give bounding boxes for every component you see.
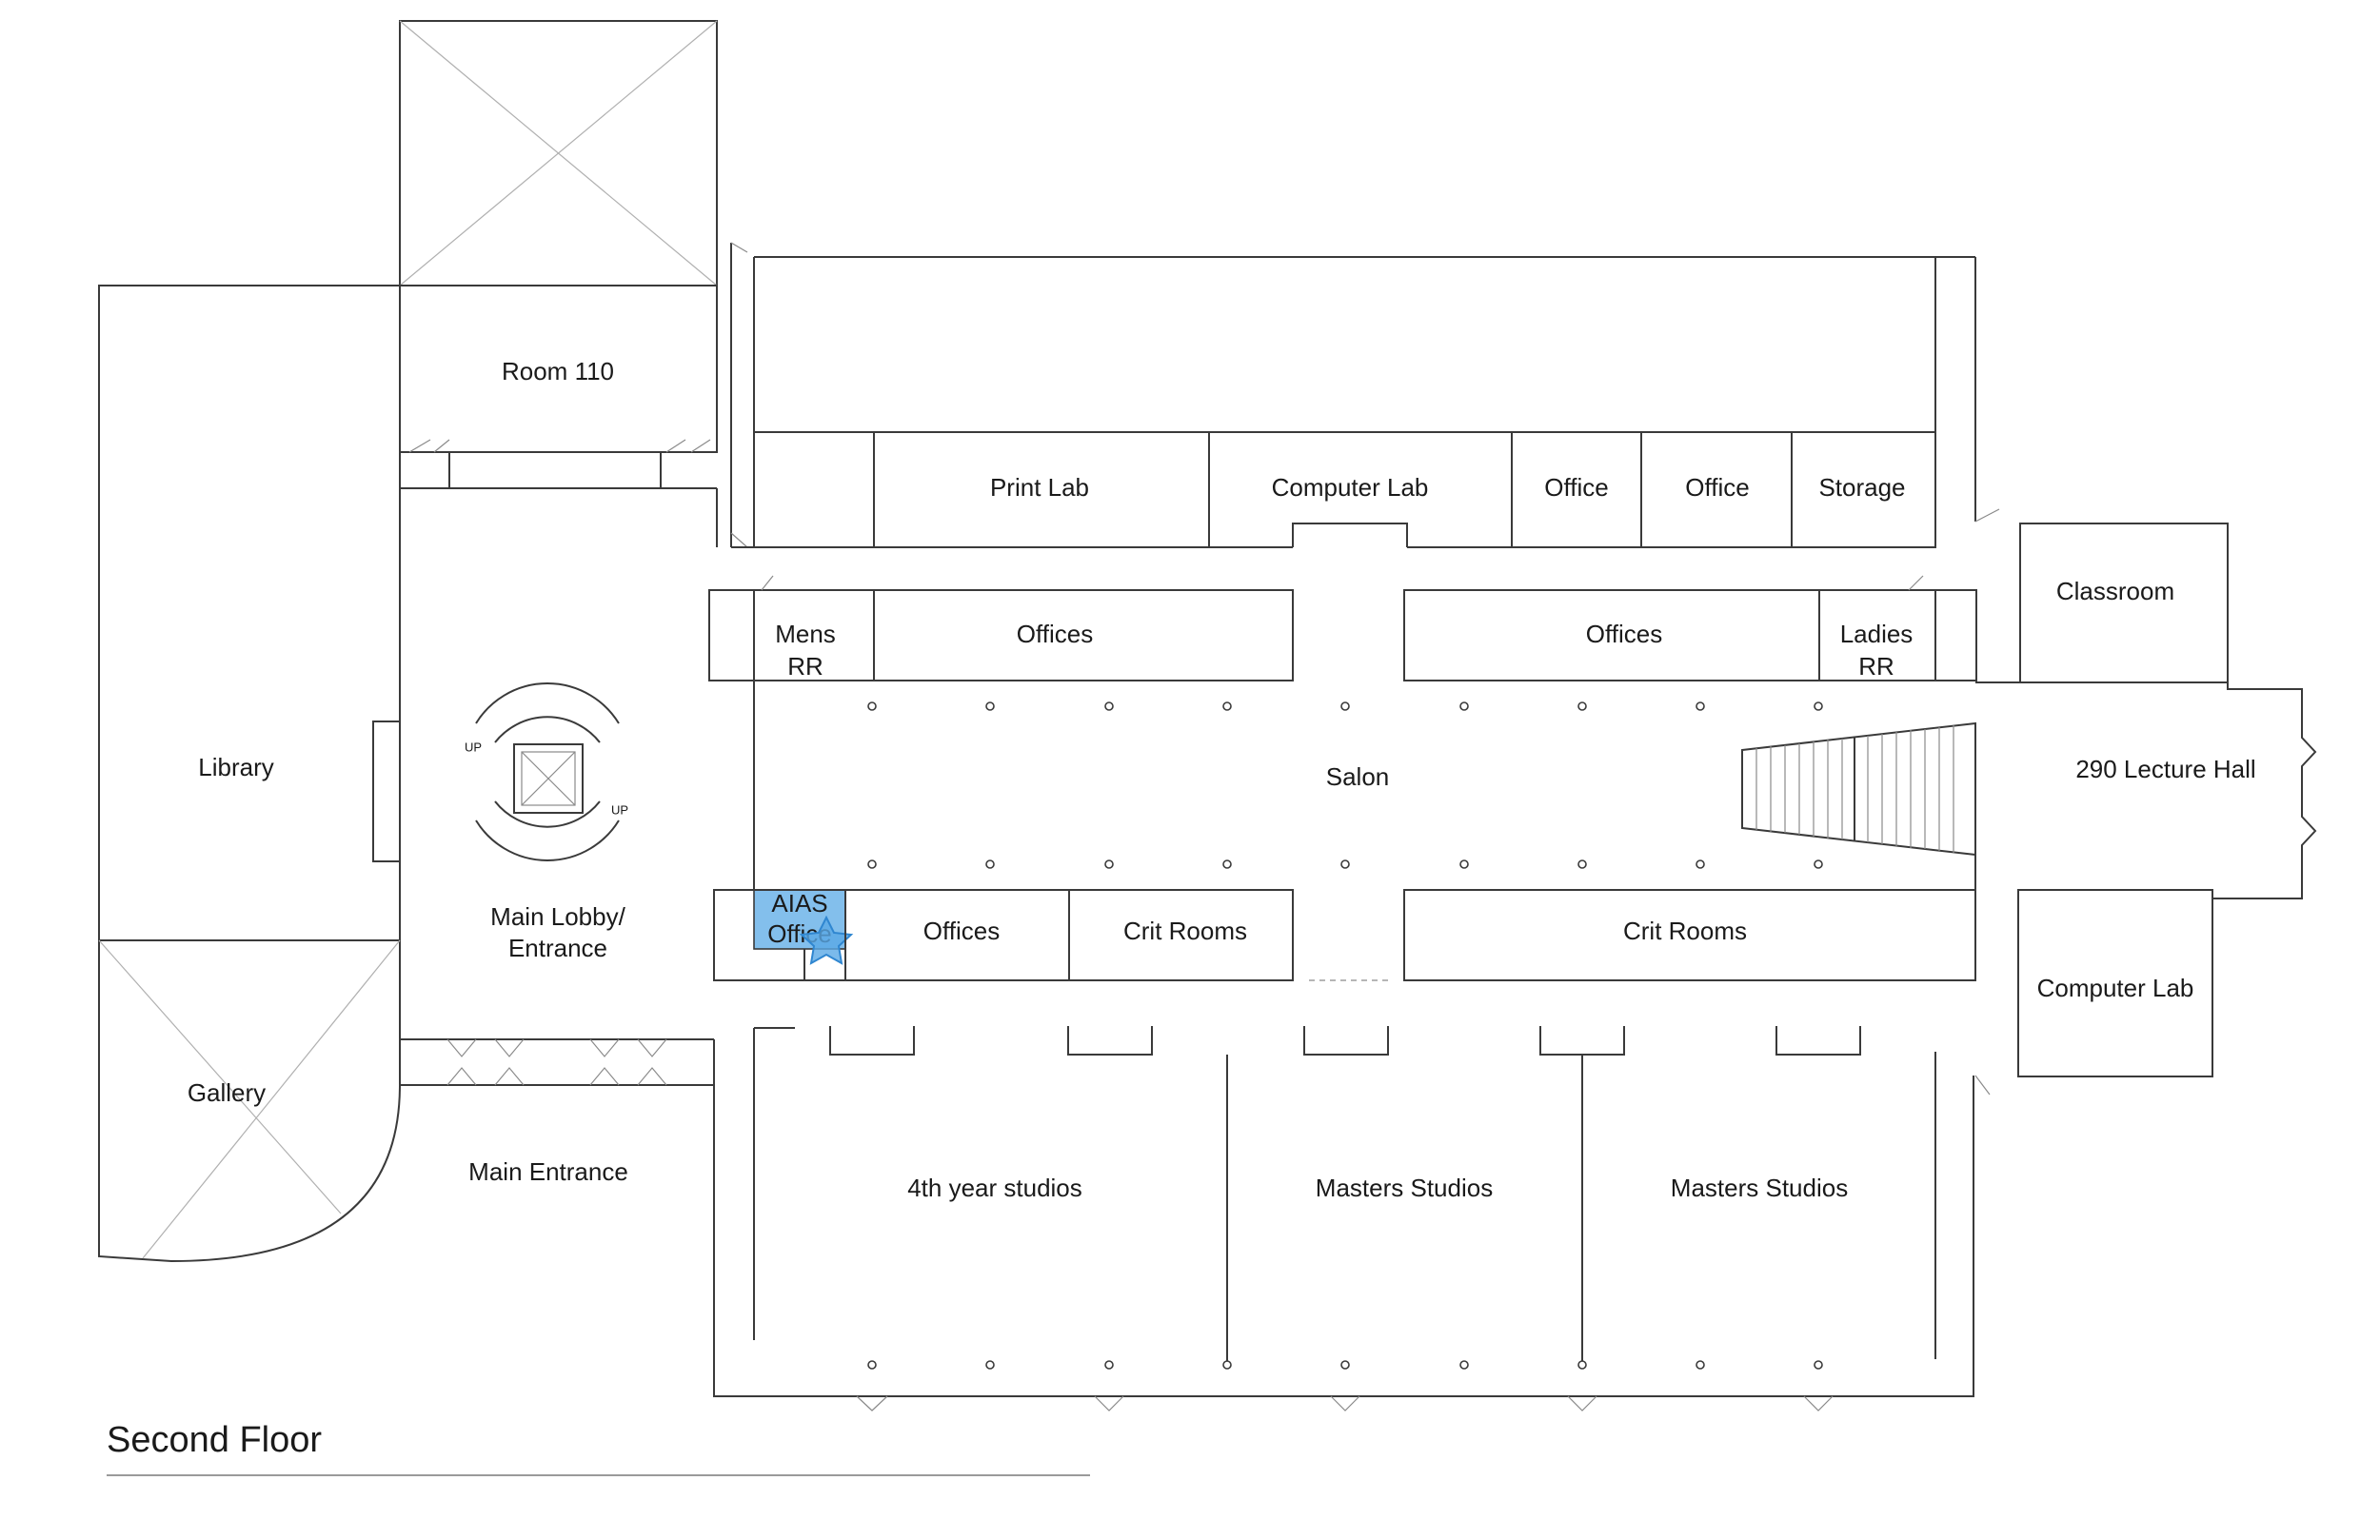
print-lab-label: Print Lab bbox=[990, 473, 1089, 502]
salon-label: Salon bbox=[1326, 762, 1390, 791]
computer-lab-top[interactable]: Computer Lab bbox=[1208, 432, 1429, 547]
main-lobby-label-line1: Main Lobby/ bbox=[490, 902, 625, 931]
office-1[interactable]: Office bbox=[1511, 431, 1642, 548]
studio-columns bbox=[867, 1360, 1823, 1370]
aias-office[interactable]: AIAS Office bbox=[713, 889, 854, 981]
crit-rooms-left[interactable]: Crit Rooms bbox=[1068, 889, 1294, 981]
classroom[interactable]: Classroom bbox=[1974, 508, 2229, 683]
computer-lab-top-label: Computer Lab bbox=[1272, 473, 1429, 502]
lecture-hall-steps bbox=[1741, 721, 1976, 857]
main-lobby[interactable]: Main Lobby/ Entrance bbox=[372, 286, 718, 962]
main-entrance-label: Main Entrance bbox=[468, 1157, 628, 1186]
computer-lab-right-label: Computer Lab bbox=[2037, 974, 2194, 1002]
office-1-label: Office bbox=[1544, 473, 1608, 502]
masters-studios-1[interactable]: Masters Studios bbox=[1316, 1174, 1493, 1202]
crit-rooms-left-label: Crit Rooms bbox=[1123, 917, 1247, 945]
stair-up-label-2: UP bbox=[611, 802, 628, 817]
crit-rooms-right[interactable]: Crit Rooms bbox=[1403, 889, 1976, 981]
main-building-outline bbox=[730, 242, 1976, 548]
room-unlabeled-top[interactable] bbox=[753, 431, 875, 548]
room-110[interactable]: Room 110 bbox=[399, 285, 718, 453]
offices-bottom[interactable]: Offices bbox=[844, 889, 1070, 981]
storage[interactable]: Storage bbox=[1791, 431, 1936, 548]
offices-top-left-label: Offices bbox=[1017, 620, 1093, 648]
salon-columns bbox=[867, 701, 1823, 869]
corridor-room-110 bbox=[399, 439, 717, 489]
storage-label: Storage bbox=[1818, 473, 1905, 502]
gallery-label: Gallery bbox=[188, 1078, 266, 1107]
offices-top-right[interactable]: Offices bbox=[1403, 589, 1820, 681]
computer-lab-right[interactable]: Computer Lab bbox=[1974, 889, 2213, 1096]
ladies-rr-label-line1: Ladies bbox=[1840, 620, 1914, 648]
library-label: Library bbox=[198, 753, 273, 781]
upper-void bbox=[399, 20, 718, 286]
ladies-rr[interactable]: Ladies RR bbox=[1818, 575, 1977, 681]
library[interactable]: Library bbox=[98, 285, 401, 941]
gallery[interactable]: Gallery bbox=[98, 939, 401, 1263]
stair-up-label-1: UP bbox=[465, 740, 482, 754]
stair-elevator[interactable]: UP UP bbox=[465, 682, 628, 861]
main-lobby-label-line2: Entrance bbox=[508, 934, 607, 962]
crit-rooms-right-label: Crit Rooms bbox=[1623, 917, 1747, 945]
mens-rr-label-line1: Mens bbox=[775, 620, 836, 648]
masters-studios-2[interactable]: Masters Studios bbox=[1671, 1174, 1848, 1202]
masters-studios-1-label: Masters Studios bbox=[1316, 1174, 1493, 1202]
studios-block bbox=[713, 1026, 1974, 1412]
main-entrance[interactable]: Main Entrance bbox=[400, 1038, 715, 1186]
office-2[interactable]: Office bbox=[1640, 431, 1793, 548]
mens-rr-label-line2: RR bbox=[787, 652, 823, 681]
salon[interactable]: Salon bbox=[753, 681, 1823, 890]
offices-top-left[interactable]: Offices bbox=[873, 589, 1294, 681]
offices-top-right-label: Offices bbox=[1586, 620, 1662, 648]
fourth-year-studios[interactable]: 4th year studios bbox=[907, 1174, 1082, 1202]
lecture-hall-290[interactable]: 290 Lecture Hall bbox=[1974, 681, 2317, 899]
offices-bottom-label: Offices bbox=[923, 917, 1000, 945]
aias-office-label-line1: AIAS bbox=[771, 889, 827, 918]
lecture-hall-290-label: 290 Lecture Hall bbox=[2075, 755, 2255, 783]
masters-studios-2-label: Masters Studios bbox=[1671, 1174, 1848, 1202]
mens-rr[interactable]: Mens RR bbox=[708, 575, 875, 681]
print-lab[interactable]: Print Lab bbox=[873, 431, 1210, 548]
classroom-label: Classroom bbox=[2056, 577, 2174, 605]
floor-title: Second Floor bbox=[107, 1420, 322, 1460]
fourth-year-studios-label: 4th year studios bbox=[907, 1174, 1082, 1202]
office-2-label: Office bbox=[1685, 473, 1749, 502]
room-110-label: Room 110 bbox=[502, 357, 614, 385]
ladies-rr-label-line2: RR bbox=[1858, 652, 1894, 681]
